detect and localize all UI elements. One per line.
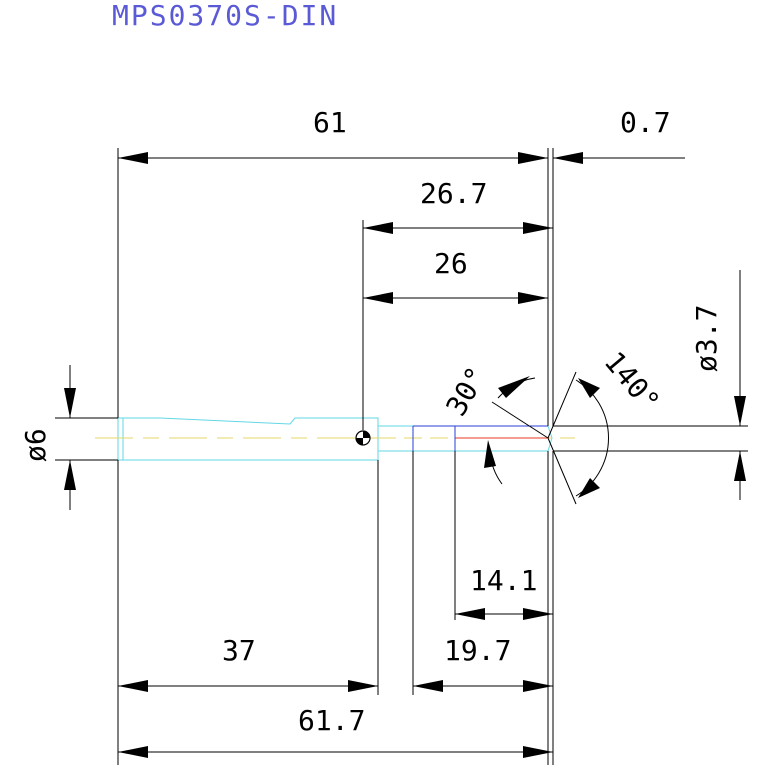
dimension-0-7: 0.7 (553, 106, 685, 164)
dimension-diameter-3-7-label: ø3.7 (690, 305, 723, 372)
center-point-marker (355, 430, 371, 446)
dimension-19-7-label: 19.7 (444, 634, 511, 667)
dimension-37: 37 (118, 634, 378, 692)
cutting-edges (412, 425, 548, 451)
dimension-26: 26 (363, 247, 548, 304)
dimension-19-7: 19.7 (413, 634, 553, 692)
dimension-diameter-6: ø6 (19, 365, 76, 510)
dimension-61-7: 61.7 (118, 704, 553, 758)
dimension-angle-30-label: 30° (439, 361, 493, 421)
dimension-0-7-label: 0.7 (620, 106, 671, 139)
dimension-14-1: 14.1 (455, 564, 553, 620)
dimension-61: 61 (118, 106, 548, 164)
dimension-diameter-6-label: ø6 (19, 428, 52, 462)
dimension-61-label: 61 (313, 106, 347, 139)
dimension-61-7-label: 61.7 (298, 704, 365, 737)
drawing-title: MPS0370S-DIN (112, 0, 338, 32)
dimension-14-1-label: 14.1 (470, 564, 537, 597)
dimension-angle-140-label: 140° (598, 345, 667, 418)
dimension-angle-30: 30° (439, 361, 549, 485)
dimension-angle-140: 140° (547, 345, 667, 505)
dimension-37-label: 37 (222, 634, 256, 667)
dimension-26-label: 26 (434, 247, 468, 280)
dimension-26-7-label: 26.7 (420, 177, 487, 210)
dimension-26-7: 26.7 (363, 177, 553, 234)
dimension-diameter-3-7: ø3.7 (690, 270, 746, 500)
extension-lines (55, 148, 748, 765)
